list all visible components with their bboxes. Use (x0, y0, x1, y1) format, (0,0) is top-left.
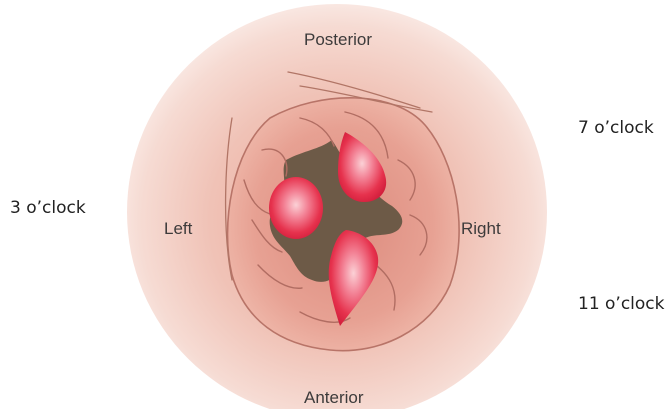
label-11-oclock: 11 o’clock (578, 296, 665, 313)
label-right: Right (461, 220, 501, 237)
label-posterior: Posterior (304, 31, 372, 48)
label-7-oclock: 7 o’clock (578, 120, 654, 137)
label-anterior: Anterior (304, 389, 364, 406)
label-3-oclock: 3 o’clock (10, 200, 86, 217)
hemorrhoid-left (269, 177, 323, 239)
label-left: Left (164, 220, 192, 237)
